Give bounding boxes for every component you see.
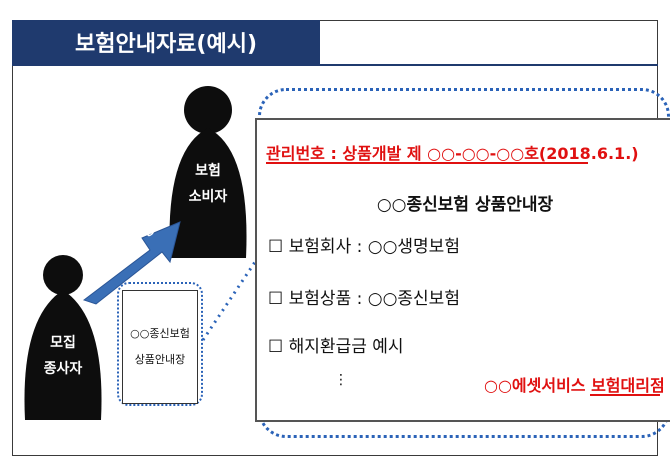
agency-name: ○○에셋서비스 보험대리점 — [484, 376, 665, 395]
consumer-label: 보험 소비자 — [188, 163, 228, 205]
brochure-heading: ○○종신보험 상품안내장 — [376, 195, 554, 215]
consumer-figure — [169, 86, 247, 258]
small-brochure: ○○종신보험 상품안내장 — [122, 290, 198, 404]
management-underline — [266, 162, 588, 164]
small-doc-outline — [117, 282, 203, 406]
agency-underline — [590, 394, 660, 396]
title-underline — [12, 64, 658, 66]
insurer-line: ☐ 보험회사 : ○○생명보험 — [268, 237, 460, 257]
diagram-title: 보험안내자료(예시) — [12, 20, 320, 64]
recruiter-figure — [24, 255, 102, 420]
explain-arrow — [82, 221, 181, 305]
product-line: ☐ 보험상품 : ○○종신보험 — [268, 289, 460, 309]
recruiter-label: 모집 종사자 — [43, 335, 83, 377]
ellipsis: ⋮ — [334, 372, 348, 388]
dotted-connector — [201, 261, 257, 341]
refund-line: ☐ 해지환급금 예시 — [268, 337, 404, 357]
management-number: 관리번호 : 상품개발 제 ○○-○○-○○호(2018.6.1.) — [266, 144, 639, 163]
brochure-document — [255, 118, 670, 422]
